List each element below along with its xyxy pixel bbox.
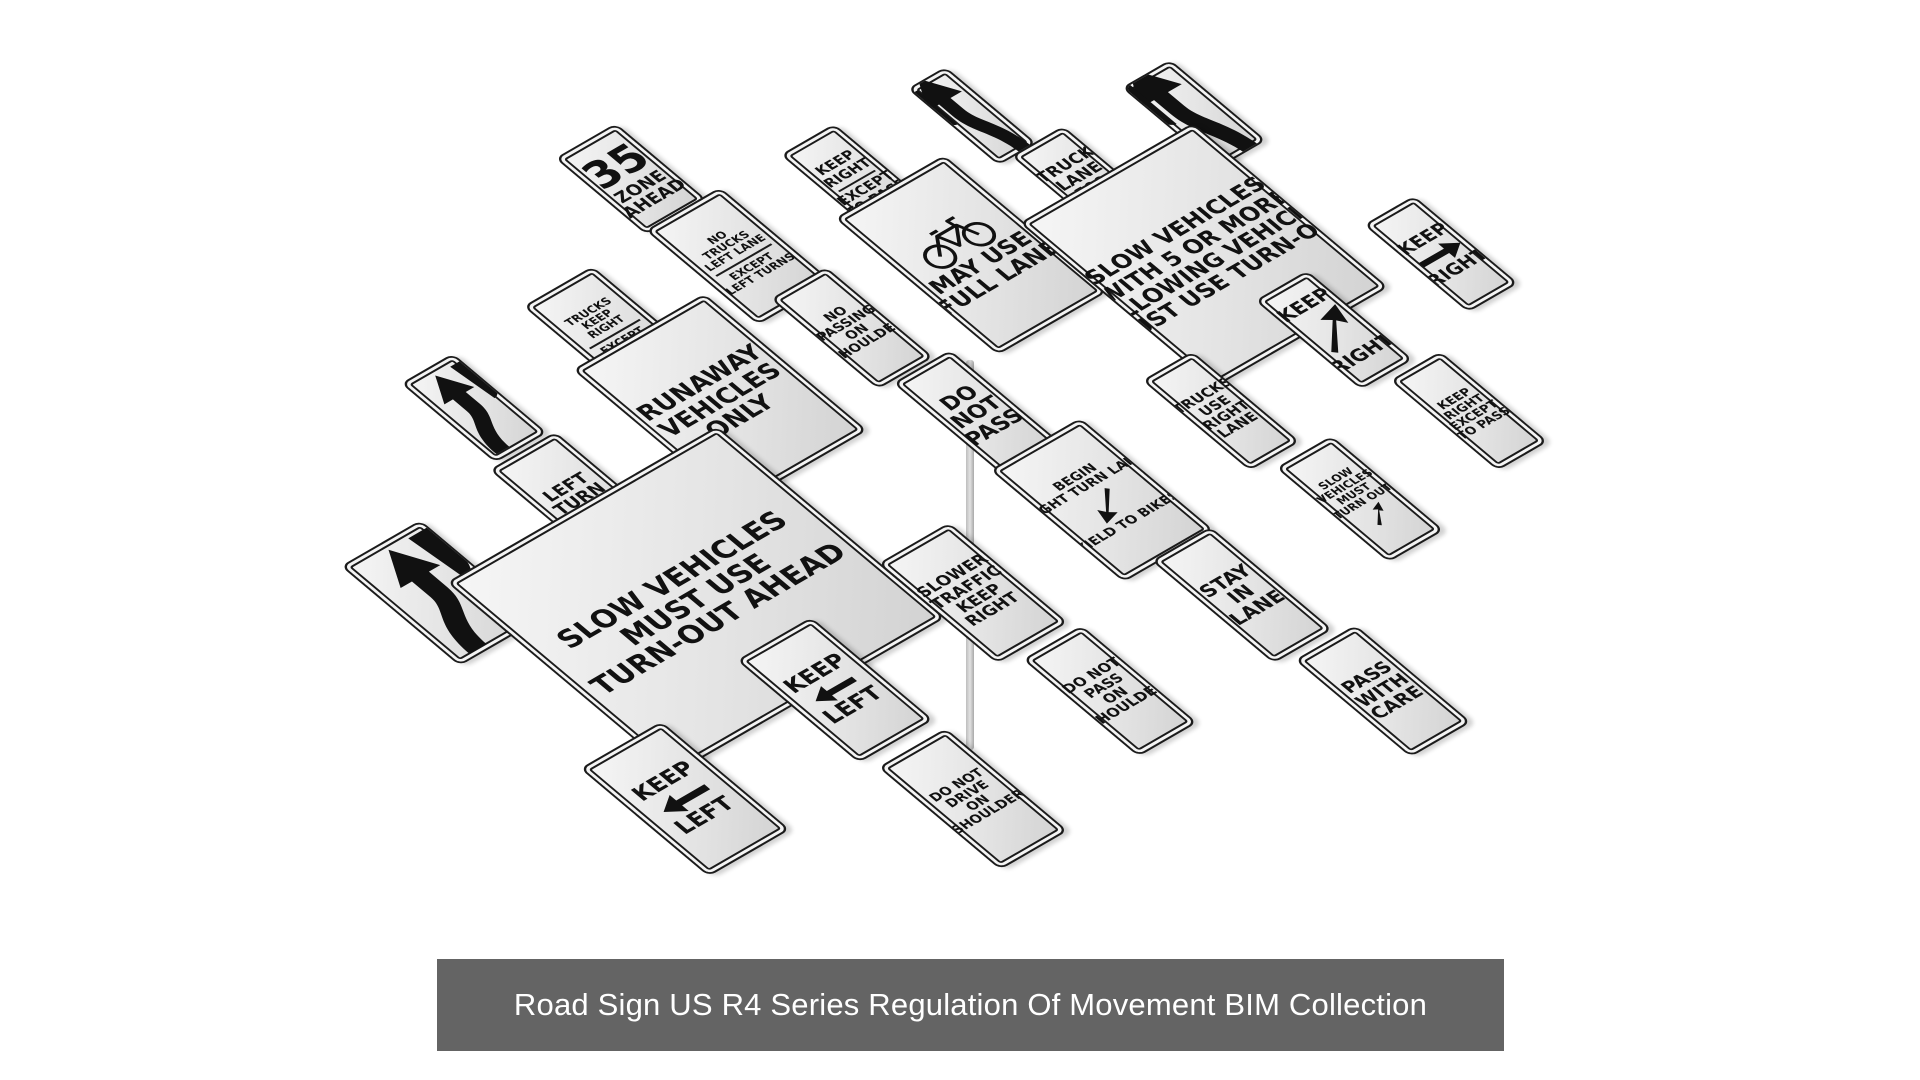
bicycle-icon bbox=[899, 203, 1007, 276]
arrow-up-right-icon bbox=[1290, 299, 1377, 361]
sign-island-curve-left bbox=[400, 353, 548, 463]
curve-arrow-icon bbox=[341, 520, 540, 666]
arrow-up-right-small-icon bbox=[1356, 499, 1400, 530]
arrow-right-icon bbox=[1410, 234, 1471, 274]
caption-text: Road Sign US R4 Series Regulation Of Mov… bbox=[513, 987, 1428, 1022]
arrow-left-icon bbox=[804, 670, 865, 710]
lane-shift-arrow-icon bbox=[907, 67, 1037, 166]
curve-arrow-icon bbox=[401, 353, 548, 462]
sign-island-curve-large bbox=[340, 520, 540, 666]
sign-right-lane-shift-arrow bbox=[1121, 59, 1267, 169]
arrow-left-icon bbox=[651, 776, 720, 821]
arrow-down-left-icon bbox=[1075, 482, 1139, 527]
caption-bar: Road Sign US R4 Series Regulation Of Mov… bbox=[437, 959, 1504, 1051]
sign-left-lane-shift-arrow bbox=[907, 66, 1037, 166]
